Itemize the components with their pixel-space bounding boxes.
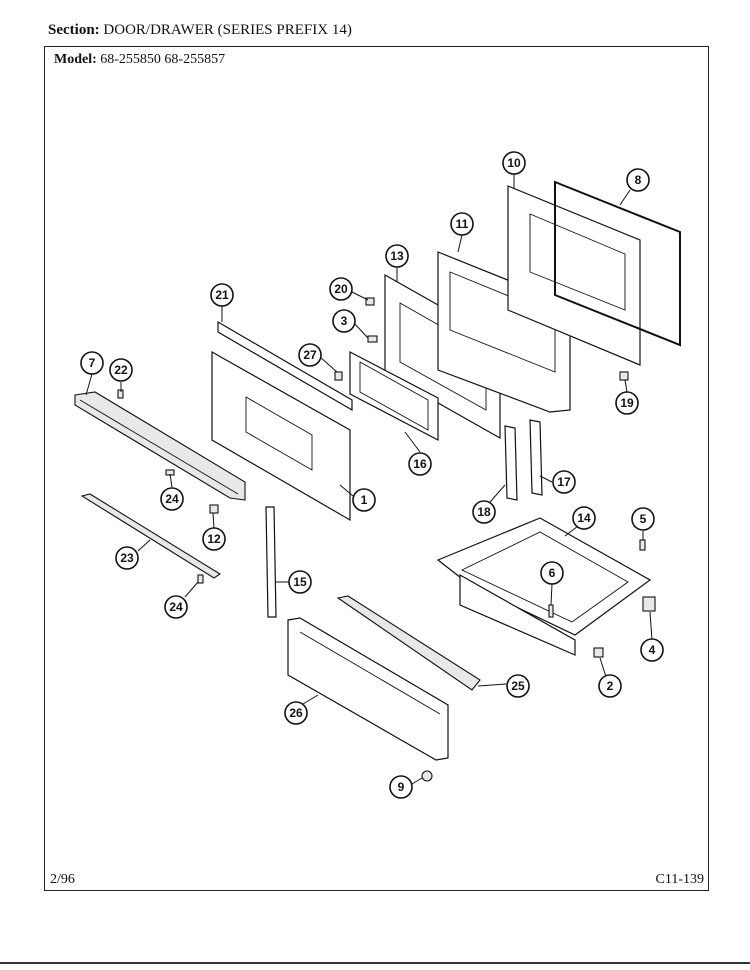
callout-13-label: 13 [390,249,404,263]
model-line: Model: 68-255850 68-255857 [54,52,225,68]
callout-7: 7 [80,351,104,375]
callout-8-label: 8 [635,173,642,187]
callout-4-label: 4 [649,643,656,657]
footer-date: 2/96 [50,872,75,887]
callout-26-label: 26 [289,706,303,720]
callout-15: 15 [288,570,312,594]
door-gasket [554,180,681,347]
callout-20-label: 20 [334,282,348,296]
inner-door-panel [507,185,641,366]
drawer-front-trim [336,595,481,691]
section-label: Section: [48,22,100,38]
callout-23: 23 [115,546,139,570]
callout-20: 20 [329,277,353,301]
bottom-rule [0,962,750,964]
door-top-trim [217,320,353,412]
callout-1-label: 1 [361,493,368,507]
callout-21: 21 [210,283,234,307]
callout-3: 3 [332,309,356,333]
callout-9: 9 [389,775,413,799]
callout-22-label: 22 [114,363,128,377]
small-parts [117,297,656,782]
callout-17-label: 17 [557,475,571,489]
callout-25: 25 [506,674,530,698]
door-handle [74,391,246,501]
callout-21-label: 21 [215,288,229,302]
diagram-frame [44,46,709,891]
callout-9-label: 9 [398,780,405,794]
callout-5: 5 [631,507,655,531]
drawer-front-panel [287,617,449,761]
callout-12: 12 [202,527,226,551]
callout-5-label: 5 [640,512,647,526]
section-value: DOOR/DRAWER (SERIES PREFIX 14) [103,22,352,38]
callout-2-label: 2 [607,679,614,693]
callout-15-label: 15 [293,575,307,589]
callout-23-label: 23 [120,551,134,565]
callout-25-label: 25 [511,679,525,693]
callout-11-label: 11 [456,217,469,231]
callout-17: 17 [552,470,576,494]
callout-16: 16 [408,452,432,476]
callout-1: 1 [352,488,376,512]
callout-10: 10 [502,151,526,175]
callout-2: 2 [598,674,622,698]
callout-3-label: 3 [341,314,348,328]
callout-27: 27 [298,343,322,367]
callout-24b: 24 [164,595,188,619]
callout-8: 8 [626,168,650,192]
callout-19-label: 19 [620,396,634,410]
callout-16-label: 16 [413,457,427,471]
door-bottom-trim [80,493,222,579]
section-title: Section: DOOR/DRAWER (SERIES PREFIX 14) [48,22,352,39]
callout-7-label: 7 [89,356,96,370]
callout-6-label: 6 [549,566,556,580]
callout-22: 22 [109,358,133,382]
callout-24a: 24 [160,487,184,511]
callout-11: 11 [450,212,474,236]
callout-4: 4 [640,638,664,662]
callout-14: 14 [572,506,596,530]
model-value: 68-255850 68-255857 [100,52,226,67]
callout-19: 19 [615,391,639,415]
callout-6: 6 [540,561,564,585]
callout-14-label: 14 [577,511,591,525]
callout-24b-label: 24 [169,600,183,614]
drawer-body [436,517,652,656]
callout-10-label: 10 [507,156,521,170]
door-outer-panel [211,350,351,522]
door-glass-frame [349,351,439,441]
callout-27-label: 27 [303,348,317,362]
callout-18-label: 18 [477,505,491,519]
hinge-channels [504,419,543,501]
callout-26: 26 [284,701,308,725]
callout-24a-label: 24 [165,492,179,506]
side-trim [265,506,277,618]
model-label: Model: [54,52,97,67]
callout-18: 18 [472,500,496,524]
footer-page-code: C11-139 [655,872,704,887]
callout-12-label: 12 [207,532,221,546]
callout-13: 13 [385,244,409,268]
